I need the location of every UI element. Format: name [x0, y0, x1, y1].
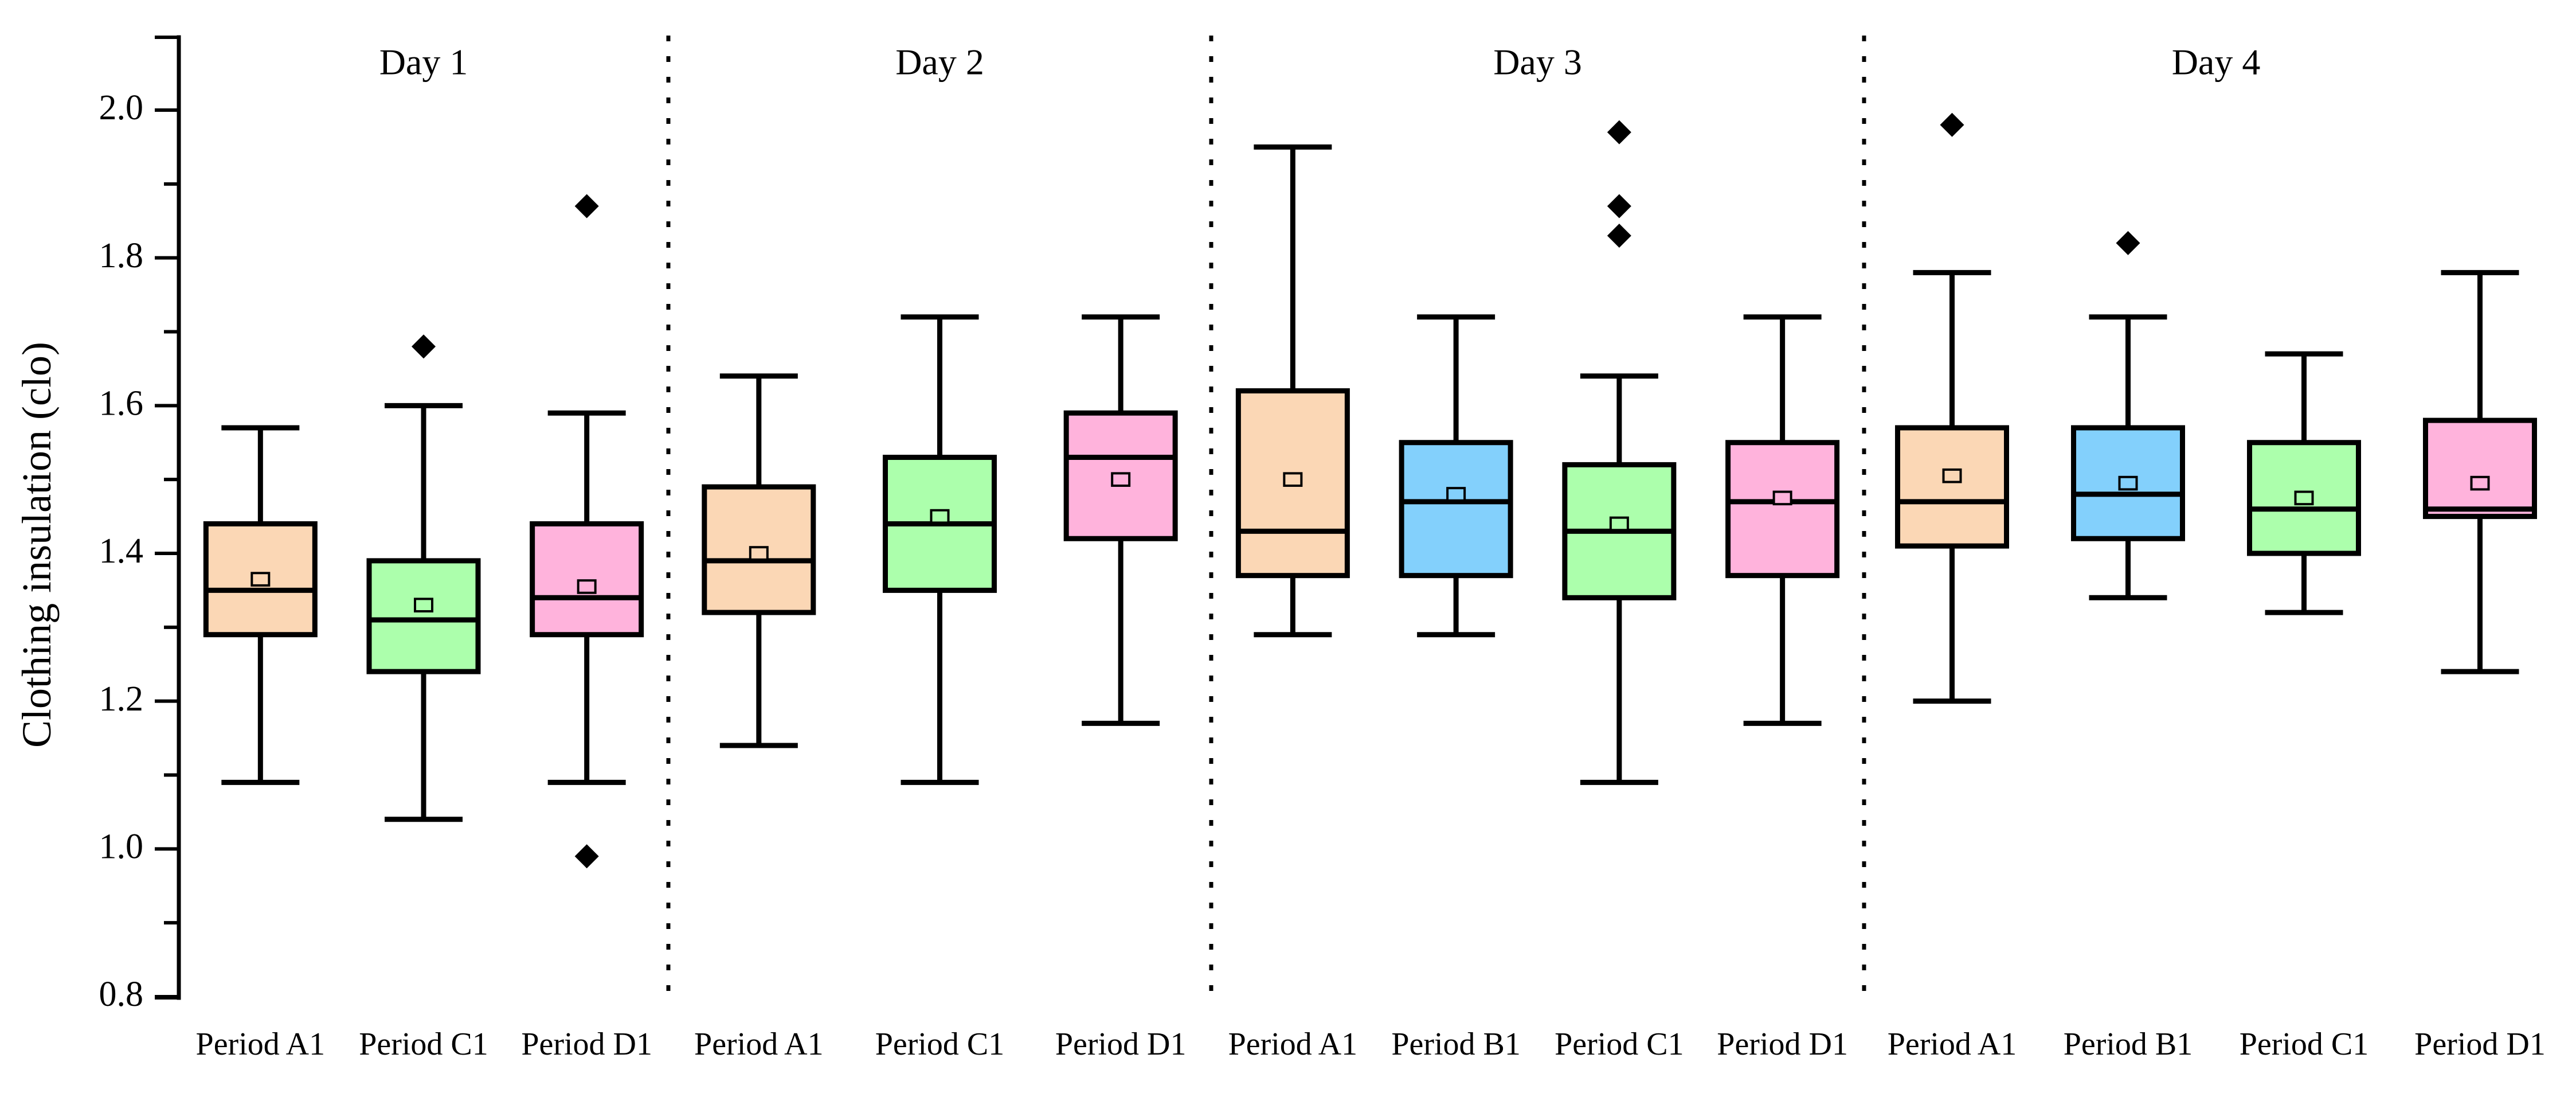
x-axis-label-11: Period B1: [2064, 1026, 2193, 1062]
box-group: [702, 373, 816, 748]
x-axis-label-2: Period D1: [521, 1026, 652, 1062]
outlier-point: [1607, 224, 1631, 248]
mean-marker: [250, 572, 271, 587]
y-axis-title: Clothing insulation (clo): [14, 342, 60, 748]
x-axis-label-5: Period D1: [1055, 1026, 1187, 1062]
mean-marker: [749, 546, 769, 561]
mean-marker: [2294, 490, 2314, 506]
outlier-point: [412, 334, 436, 359]
x-axis-label-0: Period A1: [196, 1026, 326, 1062]
box-iqr: [2423, 417, 2537, 520]
mean-marker: [1772, 490, 1792, 506]
y-tick-label: 1.2: [99, 680, 144, 719]
x-axis-label-4: Period C1: [875, 1026, 1005, 1062]
x-axis-label-7: Period B1: [1391, 1026, 1521, 1062]
outlier-point: [574, 844, 599, 869]
box-group: [203, 425, 318, 785]
box-group: [1562, 120, 1677, 785]
box-group: [2071, 231, 2185, 600]
group-title-day-3: Day 3: [1493, 42, 1582, 83]
x-axis-label-6: Period A1: [1228, 1026, 1358, 1062]
y-tick-label: 1.6: [99, 384, 144, 423]
y-tick-label: 2.0: [99, 88, 144, 127]
x-axis-label-1: Period C1: [359, 1026, 488, 1062]
mean-marker: [577, 579, 597, 594]
outlier-point: [1940, 112, 1964, 137]
y-tick-label: 1.0: [99, 827, 144, 866]
box-group: [1895, 112, 2009, 704]
outlier-point: [1607, 194, 1631, 218]
box-group: [1725, 314, 1840, 726]
y-axis-label: Clothing insulation (clo): [14, 342, 60, 748]
group-title-day-1: Day 1: [379, 42, 468, 83]
x-axis-label-10: Period A1: [1888, 1026, 2017, 1062]
box-iqr: [1399, 440, 1513, 579]
y-axis: 0.8 1.0 1.2 1.4 1.6 1.8 2.0: [99, 35, 181, 1014]
box-group: [883, 314, 997, 785]
x-axis-label-3: Period A1: [694, 1026, 824, 1062]
box-series: [203, 112, 2537, 869]
mean-marker: [414, 598, 433, 612]
group-title-day-2: Day 2: [895, 42, 984, 83]
box-group: [1063, 314, 1178, 726]
box-group: [1235, 144, 1350, 638]
x-axis-category-labels: Period A1 Period C1 Period D1 Period A1 Peri…: [196, 1026, 2546, 1062]
y-tick-label: 1.4: [99, 532, 144, 571]
box-group: [2247, 351, 2361, 615]
x-axis-label-13: Period D1: [2414, 1026, 2546, 1062]
box-group: [366, 334, 481, 822]
x-axis-label-12: Period C1: [2240, 1026, 2369, 1062]
mean-marker: [1111, 472, 1131, 487]
box-iqr: [1725, 440, 1840, 579]
mean-marker: [1609, 516, 1629, 532]
y-tick-label: 0.8: [99, 975, 144, 1014]
mean-marker: [930, 509, 950, 524]
mean-marker: [2118, 475, 2138, 491]
outlier-point: [574, 194, 599, 218]
x-axis-label-9: Period D1: [1717, 1026, 1848, 1062]
group-title-day-4: Day 4: [2172, 42, 2261, 83]
group-titles: Day 1 Day 2 Day 3 Day 4: [379, 42, 2261, 83]
mean-marker: [1446, 487, 1466, 502]
box-group: [530, 194, 644, 869]
box-group: [2423, 270, 2537, 674]
box-iqr: [1895, 425, 2009, 549]
outlier-point: [1607, 120, 1631, 145]
outlier-point: [2116, 231, 2140, 255]
mean-marker: [1942, 468, 1962, 483]
mean-marker: [1283, 472, 1303, 487]
y-tick-label: 1.8: [99, 236, 144, 275]
box-group: [1399, 314, 1513, 638]
box-iqr: [366, 558, 481, 674]
x-axis-label-8: Period C1: [1555, 1026, 1684, 1062]
box-iqr: [530, 521, 644, 638]
mean-marker: [2470, 475, 2490, 491]
